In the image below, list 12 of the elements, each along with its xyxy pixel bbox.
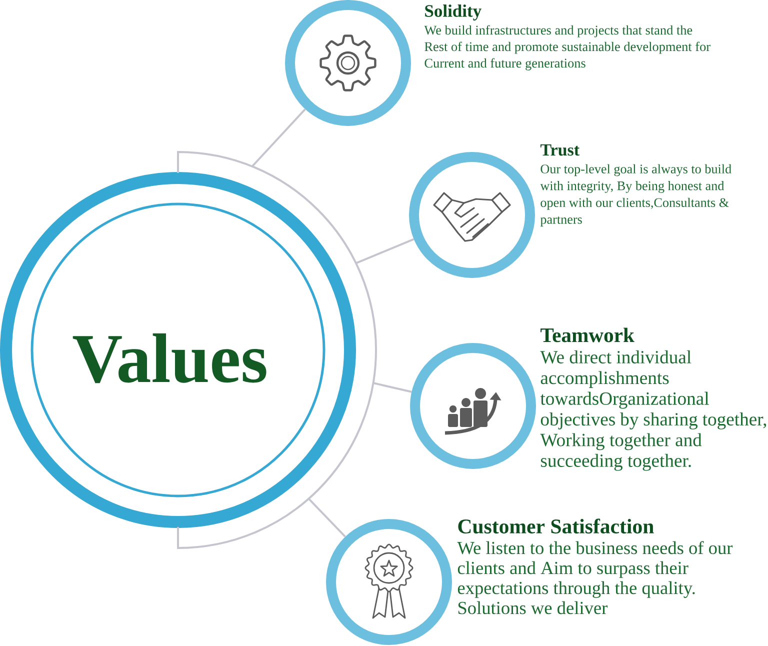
heading: Trust xyxy=(540,144,580,156)
heading: Solidity xyxy=(425,4,482,20)
heading: Teamwork xyxy=(540,328,634,342)
heading: Customer Satisfaction xyxy=(458,518,654,534)
connector-line xyxy=(373,382,412,393)
description: Our top-level goal is always to build with integrity, By being honest and open with our clients,Consultants & partners xyxy=(540,164,732,226)
description: We listen to the business needs of our clients and Aim to surpass their expectations through the quality. Solutions we deliver xyxy=(457,541,733,614)
connector-line xyxy=(308,498,346,538)
description: We build infrastructures and projects that stand the Rest of time and promote sustainable development for Current and future generations xyxy=(424,25,710,70)
connector-line xyxy=(251,108,306,168)
connector-line xyxy=(356,238,414,264)
description: We direct individual accomplishments towardsOrganizational objectives by sharing together, Working together and succeeding together. xyxy=(540,350,766,471)
